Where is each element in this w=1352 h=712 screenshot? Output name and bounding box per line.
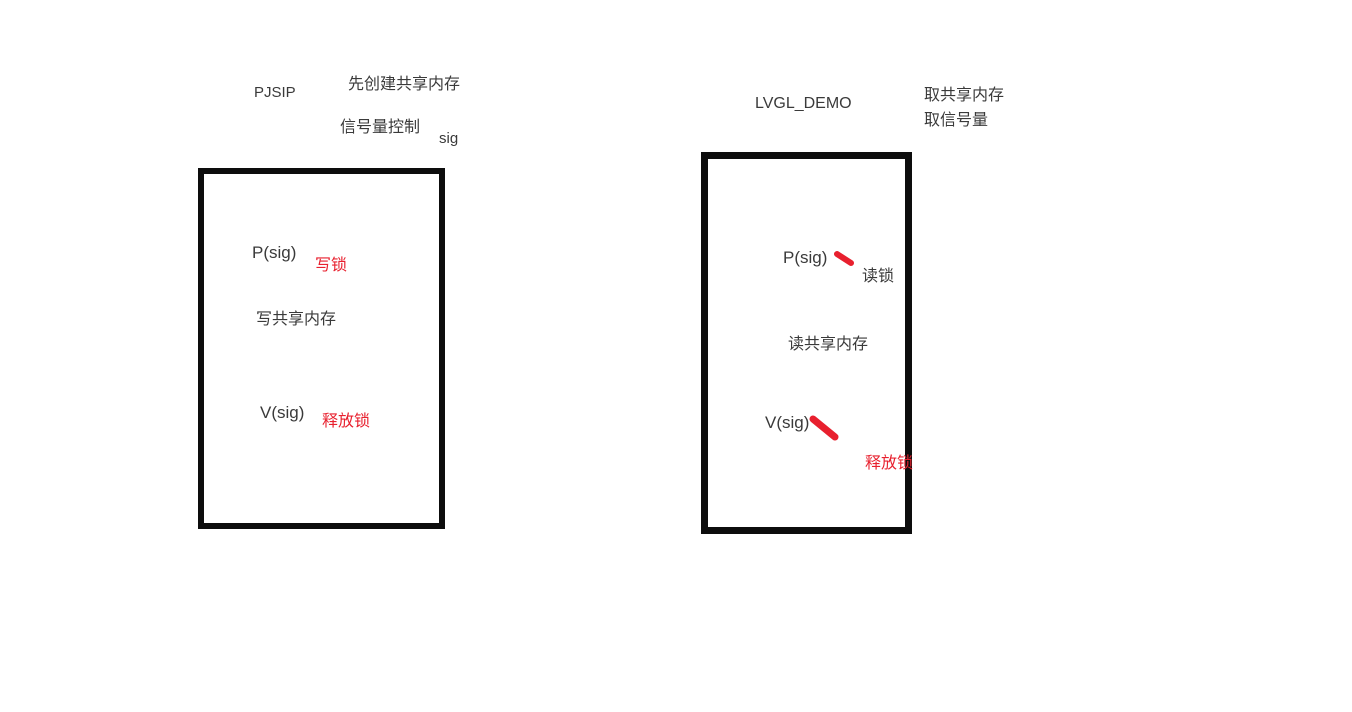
lvgl-note-get-semaphore: 取信号量 — [924, 112, 989, 129]
pjsip-note-sig: sig — [439, 130, 459, 147]
pjsip-title: PJSIP — [254, 84, 296, 101]
lvgl-v-sig-call: V(sig) — [765, 413, 810, 432]
lvgl-process-box: P(sig) 读锁 读共享内存 V(sig) 释放锁 — [701, 152, 914, 534]
pjsip-v-sig-call: V(sig) — [260, 403, 305, 422]
lvgl-read-lock-annotation: 读锁 — [862, 268, 895, 285]
pjsip-write-shared-memory-action: 写共享内存 — [256, 311, 337, 328]
pjsip-note-create-shared-memory: 先创建共享内存 — [348, 76, 461, 93]
pjsip-p-sig-call: P(sig) — [252, 243, 297, 262]
pjsip-write-lock-annotation: 写锁 — [315, 257, 348, 274]
lvgl-read-shared-memory-action: 读共享内存 — [788, 336, 869, 353]
pjsip-release-lock-annotation: 释放锁 — [322, 413, 371, 430]
pjsip-process-box: P(sig) 写锁 写共享内存 V(sig) 释放锁 — [198, 168, 445, 529]
lvgl-note-get-shared-memory: 取共享内存 — [924, 87, 1005, 104]
lvgl-title: LVGL_DEMO — [755, 95, 852, 112]
lvgl-p-sig-call: P(sig) — [783, 248, 828, 267]
lvgl-release-lock-annotation: 释放锁 — [865, 455, 914, 472]
pjsip-note-semaphore-control: 信号量控制 — [340, 119, 421, 136]
